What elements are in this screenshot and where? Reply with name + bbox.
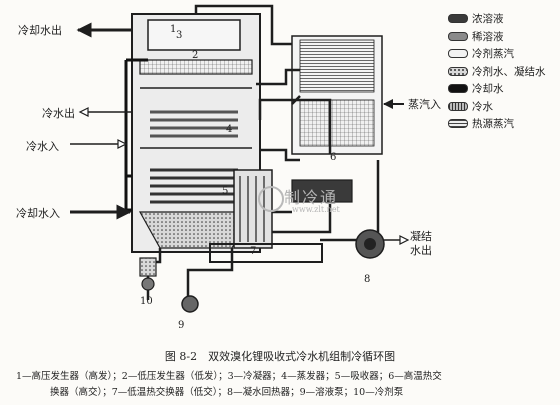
legend-label: 冷却水 — [472, 83, 504, 96]
high-pressure-generator-box — [291, 35, 383, 155]
steam-in-label: 蒸汽入 — [408, 98, 441, 111]
pipe-network — [146, 4, 380, 300]
watermark-logo-icon — [258, 186, 284, 212]
legend-label: 稀溶液 — [472, 30, 504, 43]
chilled-water-swatch-icon — [448, 101, 468, 111]
high-temp-heat-exchanger — [291, 179, 353, 203]
refrigerant-pump — [139, 257, 157, 291]
legend-item: 热源蒸汽 — [448, 115, 556, 133]
cooling-water-in-label: 冷却水入 — [16, 207, 60, 220]
condensate-heat-recovery-pump — [355, 229, 385, 259]
solution-shelf — [209, 243, 323, 263]
legend-item: 稀溶液 — [448, 28, 556, 46]
component-number-3: 3 — [176, 30, 183, 41]
watermark-text: 制冷通 — [284, 188, 339, 207]
legend-item: 冷剂水、凝结水 — [448, 63, 556, 81]
component-number-4: 4 — [226, 124, 233, 135]
refrigerant-water-swatch-icon — [448, 66, 468, 76]
watermark-url: www.zlt.net — [292, 205, 340, 214]
legend-item: 冷剂蒸汽 — [448, 45, 556, 63]
legend-label: 热源蒸汽 — [472, 118, 514, 131]
component-number-2: 2 — [192, 50, 199, 61]
figure-caption: 图 8-2 双效溴化锂吸收式冷水机组制冷循环图 — [164, 350, 396, 363]
component-number-7: 7 — [250, 246, 257, 257]
figure-note-line-1: 1—高压发生器（高发）；2—低压发生器（低发）；3—冷凝器；4—蒸发器；5—吸收… — [16, 371, 442, 382]
component-number-1: 1 — [170, 24, 177, 35]
legend-item: 浓溶液 — [448, 10, 556, 28]
chilled-water-in-label: 冷水入 — [26, 140, 59, 153]
condensate-out-arrow — [384, 235, 410, 245]
refrigerant-vapor-swatch-icon — [448, 49, 468, 59]
component-number-9: 9 — [178, 320, 185, 331]
figure-note-line-2: 换器（高交）；7—低温热交换器（低交）；8—凝水回热器；9—溶液泵；10—冷剂泵 — [50, 387, 404, 398]
main-shell — [131, 13, 261, 253]
component-number-6: 6 — [330, 152, 337, 163]
condensate-out-label-line2: 水出 — [410, 244, 432, 257]
condensate-out-label-line1: 凝结 — [410, 230, 432, 243]
concentrated-solution-swatch-icon — [448, 14, 468, 24]
legend-label: 冷剂水、凝结水 — [472, 65, 546, 78]
chilled-water-in-arrow — [70, 139, 128, 149]
cooling-water-out-label: 冷却水出 — [18, 24, 62, 37]
component-number-10: 10 — [140, 296, 153, 307]
legend-item: 冷水 — [448, 98, 556, 116]
legend-label: 冷水 — [472, 100, 493, 113]
heating-steam-swatch-icon — [448, 119, 468, 129]
component-number-5: 5 — [222, 186, 229, 197]
legend-label: 浓溶液 — [472, 13, 504, 26]
solution-pump — [181, 295, 199, 313]
legend-label: 冷剂蒸汽 — [472, 48, 514, 61]
legend-item: 冷却水 — [448, 80, 556, 98]
dilute-solution-swatch-icon — [448, 31, 468, 41]
chilled-water-out-label: 冷水出 — [42, 107, 75, 120]
chilled-water-out-arrow — [78, 107, 132, 117]
cooling-water-swatch-icon — [448, 84, 468, 94]
component-number-8: 8 — [364, 274, 371, 285]
legend: 浓溶液 稀溶液 冷剂蒸汽 冷剂水、凝结水 冷却水 冷水 热源蒸汽 — [448, 10, 556, 133]
